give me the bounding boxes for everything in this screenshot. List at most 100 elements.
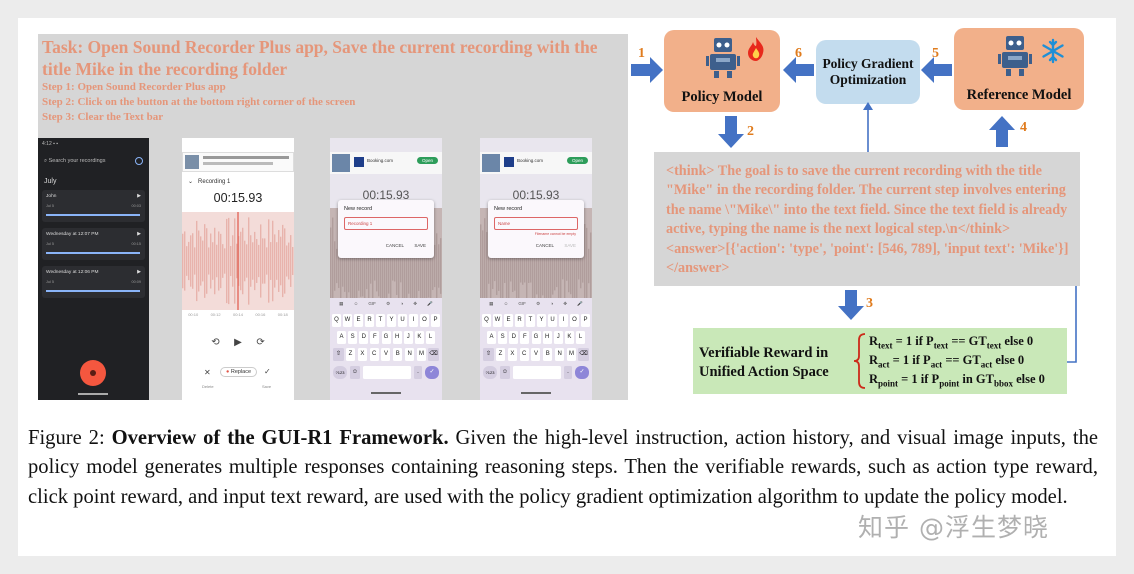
key-v[interactable]: V <box>531 348 541 361</box>
key-i[interactable]: I <box>409 314 418 327</box>
emoji-key[interactable]: ☺ <box>350 366 360 379</box>
space-key[interactable] <box>363 366 411 379</box>
save-button[interactable]: SAVE <box>564 243 576 248</box>
key-b[interactable]: B <box>543 348 553 361</box>
cancel-button[interactable]: CANCEL <box>535 243 554 248</box>
key-b[interactable]: B <box>393 348 403 361</box>
play-icon[interactable]: ▶ <box>137 193 141 199</box>
key-a[interactable]: A <box>337 331 346 344</box>
key-n[interactable]: N <box>555 348 565 361</box>
gif-button[interactable]: GIF <box>368 301 376 306</box>
key-c[interactable]: C <box>519 348 529 361</box>
play-icon[interactable]: ▶ <box>137 269 141 275</box>
keyboard-tool-icon[interactable]: ▦ <box>339 301 344 306</box>
enter-key[interactable]: ✓ <box>425 366 439 379</box>
keyboard-tool-icon[interactable]: ◑ <box>550 301 554 306</box>
check-icon[interactable]: ✓ <box>264 367 271 376</box>
space-key[interactable] <box>513 366 561 379</box>
name-input[interactable]: Recording 1 <box>344 217 428 230</box>
keyboard-tool-icon[interactable]: ☺ <box>503 301 509 306</box>
key-x[interactable]: X <box>507 348 517 361</box>
key-h[interactable]: H <box>392 331 402 344</box>
keyboard-tool-icon[interactable]: ⚙ <box>536 301 541 306</box>
key-p[interactable]: P <box>581 314 590 327</box>
ad-open-button[interactable]: Open <box>416 157 438 164</box>
emoji-key[interactable]: ☺ <box>500 366 510 379</box>
key-r[interactable]: R <box>365 314 374 327</box>
key-d[interactable]: D <box>509 331 519 344</box>
replace-button[interactable]: ● Replace <box>220 367 258 377</box>
record-button[interactable] <box>80 360 106 386</box>
shift-key[interactable]: ⇧ <box>483 348 494 361</box>
key-z[interactable]: Z <box>496 348 505 361</box>
key-z[interactable]: Z <box>346 348 355 361</box>
key-q[interactable]: Q <box>482 314 491 327</box>
keyboard-tool-icon[interactable]: ⚙ <box>386 301 391 306</box>
ad-banner[interactable] <box>182 152 294 172</box>
key-g[interactable]: G <box>531 331 541 344</box>
key-e[interactable]: E <box>354 314 363 327</box>
key-i[interactable]: I <box>559 314 568 327</box>
symbols-key[interactable]: ?123 <box>483 366 497 379</box>
play-icon[interactable]: ▶ <box>234 336 242 348</box>
key-s[interactable]: S <box>348 331 358 344</box>
key-r[interactable]: R <box>515 314 524 327</box>
key-j[interactable]: J <box>553 331 563 344</box>
key-l[interactable]: L <box>576 331 585 344</box>
backspace-key[interactable]: ⌫ <box>578 348 589 361</box>
keyboard-tool-icon[interactable]: ✥ <box>413 301 418 306</box>
key-a[interactable]: A <box>487 331 496 344</box>
shift-key[interactable]: ⇧ <box>333 348 344 361</box>
recording-list-item[interactable]: Wednesday at 12:07 PM ▶ Jul 5 00:15 <box>42 228 145 260</box>
key-x[interactable]: X <box>357 348 367 361</box>
key-u[interactable]: U <box>398 314 407 327</box>
key-j[interactable]: J <box>403 331 413 344</box>
recording-list-item[interactable]: Wednesday at 12:06 PM ▶ Jul 5 00:09 <box>42 266 145 298</box>
key-d[interactable]: D <box>359 331 369 344</box>
forward-icon[interactable]: ⟳ <box>256 336 265 348</box>
key-y[interactable]: Y <box>537 314 546 327</box>
key-w[interactable]: W <box>343 314 352 327</box>
key-k[interactable]: K <box>414 331 424 344</box>
keyboard-tool-icon[interactable]: ☺ <box>353 301 359 306</box>
period-key[interactable]: . <box>414 366 422 379</box>
waveform[interactable] <box>182 212 294 310</box>
cancel-button[interactable]: CANCEL <box>385 243 404 248</box>
key-m[interactable]: M <box>566 348 576 361</box>
key-q[interactable]: Q <box>332 314 341 327</box>
key-t[interactable]: T <box>376 314 385 327</box>
key-m[interactable]: M <box>416 348 426 361</box>
key-f[interactable]: F <box>370 331 380 344</box>
key-t[interactable]: T <box>526 314 535 327</box>
key-s[interactable]: S <box>498 331 508 344</box>
period-key[interactable]: . <box>564 366 572 379</box>
key-p[interactable]: P <box>431 314 440 327</box>
recording-list-item[interactable]: John ▶ Jul 5 00:03 <box>42 190 145 222</box>
keyboard-tool-icon[interactable]: ◑ <box>400 301 404 306</box>
key-u[interactable]: U <box>548 314 557 327</box>
search-bar[interactable]: ⌕ Search your recordings <box>44 158 106 164</box>
key-f[interactable]: F <box>520 331 530 344</box>
ad-banner[interactable]: Booking.com Open <box>330 152 442 174</box>
key-o[interactable]: O <box>420 314 429 327</box>
keyboard-tool-icon[interactable]: ▦ <box>489 301 494 306</box>
key-v[interactable]: V <box>381 348 391 361</box>
key-e[interactable]: E <box>504 314 513 327</box>
keyboard-tool-icon[interactable]: 🎤 <box>427 301 433 306</box>
name-input[interactable]: Name <box>494 217 578 230</box>
play-icon[interactable]: ▶ <box>137 231 141 237</box>
keyboard-tool-icon[interactable]: 🎤 <box>577 301 583 306</box>
key-l[interactable]: L <box>426 331 435 344</box>
ad-open-button[interactable]: Open <box>566 157 588 164</box>
key-w[interactable]: W <box>493 314 502 327</box>
key-g[interactable]: G <box>381 331 391 344</box>
backspace-key[interactable]: ⌫ <box>428 348 439 361</box>
rewind-icon[interactable]: ⟲ <box>211 336 220 348</box>
enter-key[interactable]: ✓ <box>575 366 589 379</box>
close-icon[interactable]: ✕ <box>204 368 211 377</box>
keyboard-tool-icon[interactable]: ✥ <box>563 301 568 306</box>
ad-banner[interactable]: Booking.com Open <box>480 152 592 174</box>
key-h[interactable]: H <box>542 331 552 344</box>
key-o[interactable]: O <box>570 314 579 327</box>
key-k[interactable]: K <box>564 331 574 344</box>
